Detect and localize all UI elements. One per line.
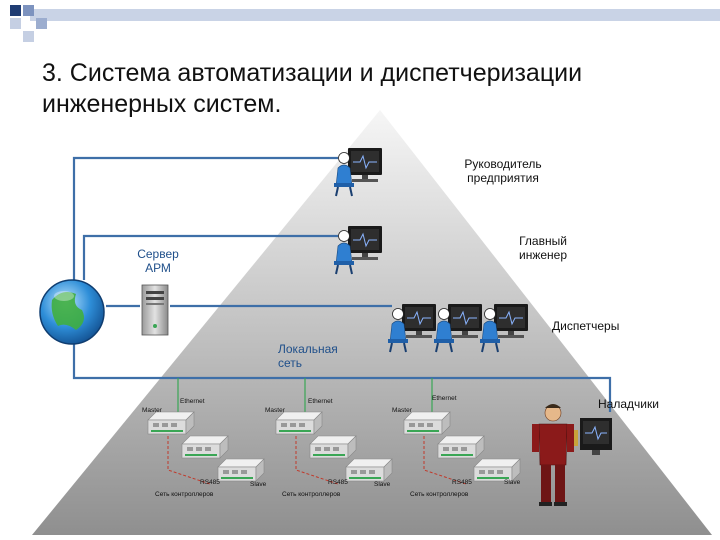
slave-controller-icon [345,458,393,482]
ethernet-label: Ethernet [308,398,333,405]
server-label: Сервер АРМ [120,247,196,275]
chief-engineer-label-line1: Главный [519,234,567,248]
controller-group-3 [403,411,521,485]
master-controller-icon [275,411,323,435]
network-line-director [72,156,338,280]
master-controller-icon [147,411,195,435]
master-label: Master [265,407,286,414]
slave-controller-icon [181,435,229,459]
director-label-line2: предприятия [467,171,539,185]
director-label: Руководитель предприятия [448,157,558,185]
adjuster-monitor-icon [580,418,612,455]
slave-controller-icon [437,435,485,459]
ethernet-label: Ethernet [180,398,205,405]
dispatchers-label: Диспетчеры [552,319,620,333]
director-label-line1: Руководитель [464,157,542,171]
chief-engineer-label: Главный инженер [498,234,588,262]
accent-square [36,18,47,29]
accent-square [10,5,21,16]
master-label: Master [142,407,163,414]
network-lines [72,156,612,412]
lan-label: Локальная сеть [278,342,338,370]
slave-label: Slave [250,481,267,488]
ethernet-label: Ethernet [432,395,457,402]
rs485-link [423,436,467,485]
rs485-link [167,436,211,485]
server-label-line2: АРМ [145,261,171,275]
technician-icon [532,404,578,506]
rs485-label: RS485 [200,479,220,486]
network-line-lan [72,330,612,412]
master-controller-icon [403,411,451,435]
controller-group-2 [275,411,393,485]
header-decoration [10,5,720,42]
rs485-label: RS485 [452,479,472,486]
slave-controller-icon [473,458,521,482]
slave-controller-icon [309,435,357,459]
slave-label: Slave [504,479,521,486]
controller-network-label: Сеть контроллеров [282,491,341,498]
adjusters-label: Наладчики [598,397,659,411]
accent-square [23,31,34,42]
slide-title-line1: 3. Система автоматизации и диспетчеризац… [42,59,583,87]
rs485-label: RS485 [328,479,348,486]
lan-label-line2: сеть [278,356,303,370]
rs485-link [295,436,339,485]
slide-title: 3. Система автоматизации и диспетчеризац… [42,58,702,120]
slide-title-line2: инженерных систем. [42,90,282,118]
chief-engineer-label-line2: инженер [518,248,567,262]
controller-network-label: Сеть контроллеров [410,491,469,498]
internet-globe-icon [39,279,105,345]
slave-controller-icon [217,458,265,482]
controller-network-label: Сеть контроллеров [155,491,214,498]
master-label: Master [392,407,413,414]
server-label-line1: Сервер [137,247,179,261]
controller-group-1 [147,411,265,485]
network-line-chief [82,234,338,280]
accent-square [23,5,34,16]
lan-label-line1: Локальная [278,342,338,356]
ethernet-drops [177,378,433,412]
header-bar [30,9,720,21]
server-icon [141,284,169,336]
accent-square [10,18,21,29]
slave-label: Slave [374,481,391,488]
